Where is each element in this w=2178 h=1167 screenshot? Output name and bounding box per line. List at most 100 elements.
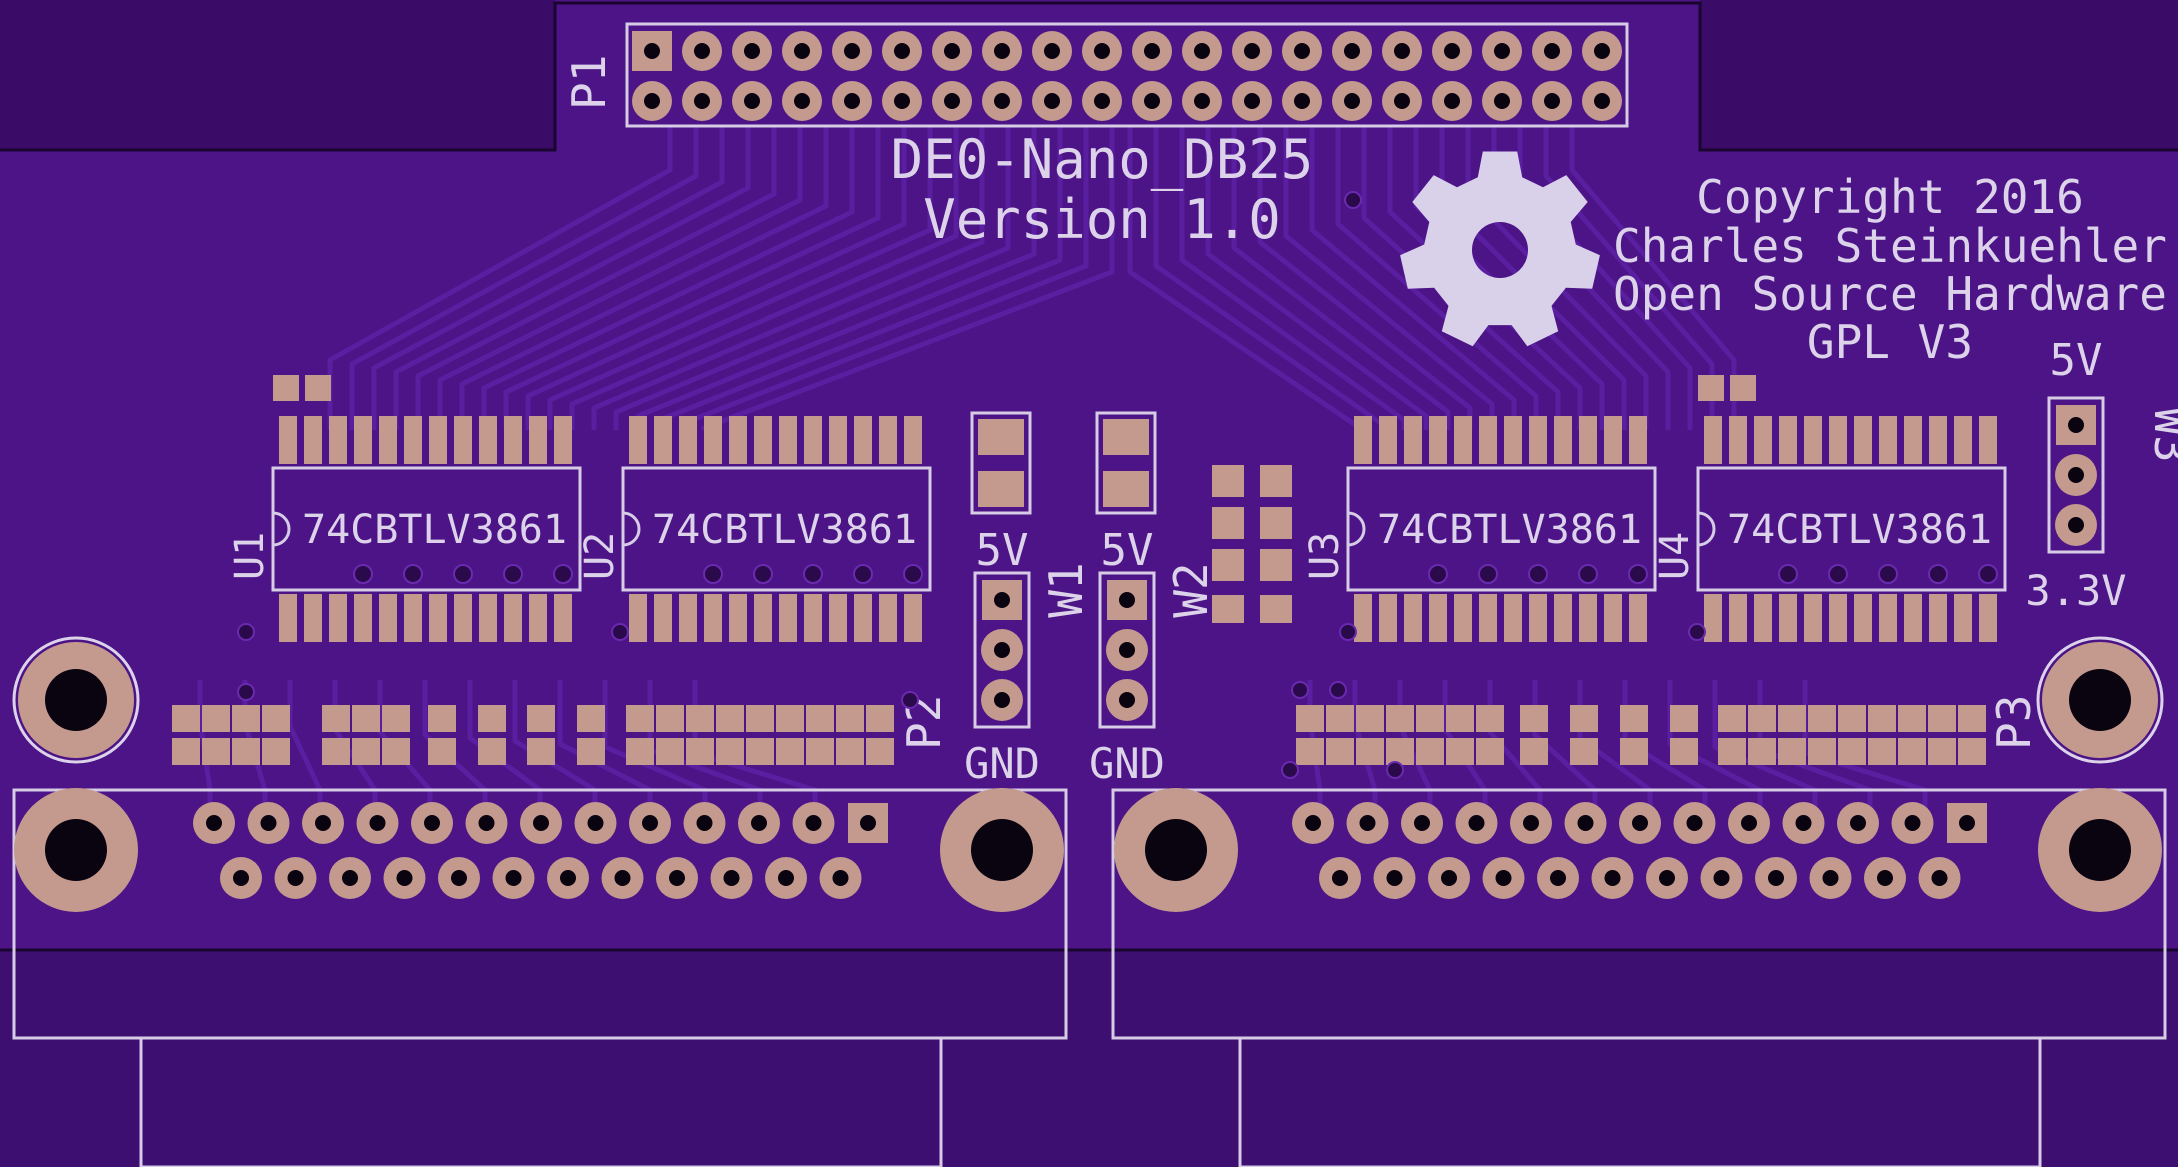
ic-pad bbox=[679, 594, 697, 642]
trace bbox=[1335, 126, 1539, 430]
ic-pad bbox=[1754, 416, 1772, 464]
db25-pin-hole bbox=[287, 870, 304, 886]
ic-pad bbox=[304, 416, 322, 464]
smd-pad bbox=[806, 738, 834, 765]
mounting-hole bbox=[1145, 819, 1207, 881]
db25-pin-hole bbox=[1332, 870, 1348, 886]
jumper-w3-top-label: 5V bbox=[2050, 335, 2103, 386]
smd-pad bbox=[978, 471, 1024, 507]
ic-pad bbox=[1404, 594, 1422, 642]
via bbox=[1428, 564, 1448, 584]
oshw-gear-icon bbox=[1400, 151, 1600, 347]
smd-pad bbox=[716, 705, 744, 732]
header-pin-hole bbox=[1044, 93, 1060, 109]
ic-pad bbox=[1704, 416, 1722, 464]
ic-pad bbox=[1504, 416, 1522, 464]
ic-pad bbox=[629, 416, 647, 464]
smd-pad bbox=[382, 705, 410, 732]
ic-pad bbox=[454, 416, 472, 464]
ic-ref-label: U2 bbox=[577, 532, 623, 580]
ic-pad bbox=[1604, 594, 1622, 642]
board-bottom-region bbox=[0, 950, 2178, 1167]
db25-pin-hole bbox=[1659, 870, 1675, 886]
ic-pad bbox=[1354, 416, 1372, 464]
header-pin-hole bbox=[1094, 93, 1110, 109]
smd-pad bbox=[776, 705, 804, 732]
trace bbox=[481, 126, 855, 430]
db25-pin-hole bbox=[696, 815, 713, 831]
via bbox=[1478, 564, 1498, 584]
header-pin-hole bbox=[744, 43, 760, 59]
via bbox=[753, 564, 773, 584]
smd-pad bbox=[1838, 738, 1866, 765]
ic-pad bbox=[1529, 416, 1547, 464]
smd-pad bbox=[322, 738, 350, 765]
via bbox=[1878, 564, 1898, 584]
db25-pin-hole bbox=[1550, 870, 1566, 886]
db25-shell bbox=[139, 1036, 943, 1167]
smd-pad bbox=[1260, 595, 1292, 623]
smd-pad bbox=[1356, 705, 1384, 732]
mounting-holes bbox=[12, 191, 2164, 912]
ic-pad bbox=[1579, 416, 1597, 464]
ic-pad bbox=[554, 594, 572, 642]
via bbox=[1528, 564, 1548, 584]
jumper-w2-bottom-label: GND bbox=[1089, 739, 1165, 788]
via bbox=[903, 564, 923, 584]
ic-pad bbox=[754, 416, 772, 464]
header-pin-hole bbox=[1444, 93, 1460, 109]
trace bbox=[349, 126, 699, 430]
via bbox=[1778, 564, 1798, 584]
trace bbox=[415, 126, 777, 430]
smd-pad bbox=[1476, 705, 1504, 732]
ic-notch bbox=[622, 511, 641, 547]
smd-pad bbox=[1730, 375, 1756, 401]
smd-pad bbox=[656, 705, 684, 732]
via bbox=[1281, 761, 1299, 779]
via bbox=[1339, 623, 1357, 641]
header-pin-hole bbox=[794, 43, 810, 59]
smd-pad bbox=[1620, 738, 1648, 765]
header-pin-hole bbox=[1194, 43, 1210, 59]
mounting-hole bbox=[45, 819, 107, 881]
ic-outline bbox=[271, 466, 582, 592]
via bbox=[1978, 564, 1998, 584]
trace bbox=[371, 126, 725, 430]
ic-pad bbox=[829, 416, 847, 464]
header-pin-hole bbox=[1294, 93, 1310, 109]
jumper-w3-ref: W3 bbox=[2144, 407, 2178, 462]
ic-pad bbox=[1479, 594, 1497, 642]
db25-pin-hole bbox=[1959, 815, 1975, 831]
via bbox=[901, 691, 919, 709]
smd-pad bbox=[172, 738, 200, 765]
ic-part-label: 74CBTLV3861 bbox=[652, 507, 917, 553]
smd-pad bbox=[1103, 419, 1149, 455]
smd-pad bbox=[1570, 738, 1598, 765]
jumper-w1-top-label: 5V bbox=[976, 525, 1029, 576]
trace bbox=[525, 126, 907, 430]
trace bbox=[547, 126, 933, 430]
ic-ref-label: U1 bbox=[227, 532, 273, 580]
ic-pad bbox=[1704, 594, 1722, 642]
via bbox=[853, 564, 873, 584]
header-pin-hole bbox=[844, 93, 860, 109]
header-pin-hole bbox=[1594, 43, 1610, 59]
smd-pad bbox=[527, 705, 555, 732]
via bbox=[553, 564, 573, 584]
smd-pad bbox=[626, 738, 654, 765]
smd-pad bbox=[1718, 738, 1746, 765]
smd-pad bbox=[686, 738, 714, 765]
ic-pad bbox=[654, 416, 672, 464]
ic-pad bbox=[504, 594, 522, 642]
ic-pad bbox=[429, 416, 447, 464]
ic-pad bbox=[1979, 594, 1997, 642]
header-pin-hole bbox=[1444, 43, 1460, 59]
ic-part-label: 74CBTLV3861 bbox=[1377, 507, 1642, 553]
trace bbox=[1205, 126, 1429, 430]
jumper-outline bbox=[1098, 571, 1156, 729]
via bbox=[1628, 564, 1648, 584]
ic-pad bbox=[704, 416, 722, 464]
ic-pad bbox=[279, 594, 297, 642]
smd-pad bbox=[1212, 595, 1244, 623]
smd-pad bbox=[428, 738, 456, 765]
